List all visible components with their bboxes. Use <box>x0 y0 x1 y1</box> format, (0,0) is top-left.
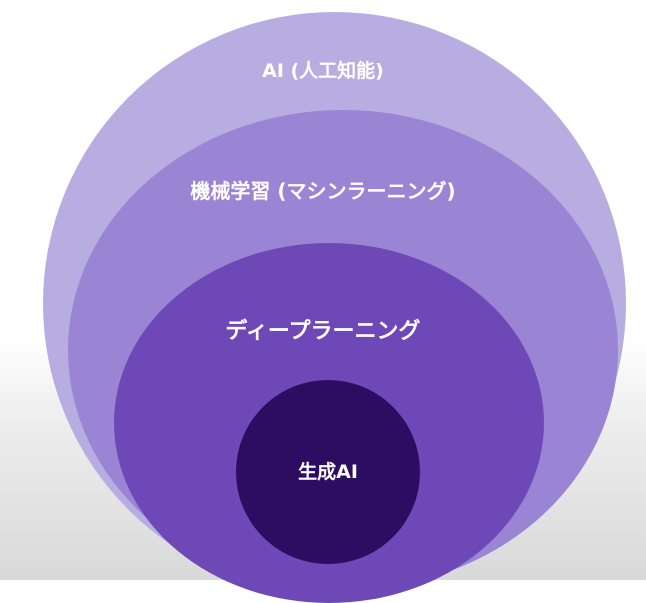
nested-circles-diagram: AI (人工知能) 機械学習 (マシンラーニング) ディープラーニング 生成AI <box>43 12 626 603</box>
machine-learning-label: 機械学習 (マシンラーニング) <box>190 179 456 203</box>
deep-learning-label: ディープラーニング <box>225 319 421 344</box>
generative-ai-circle <box>236 380 420 564</box>
ai-label: AI (人工知能) <box>262 60 384 82</box>
generative-ai-label: 生成AI <box>298 461 358 483</box>
